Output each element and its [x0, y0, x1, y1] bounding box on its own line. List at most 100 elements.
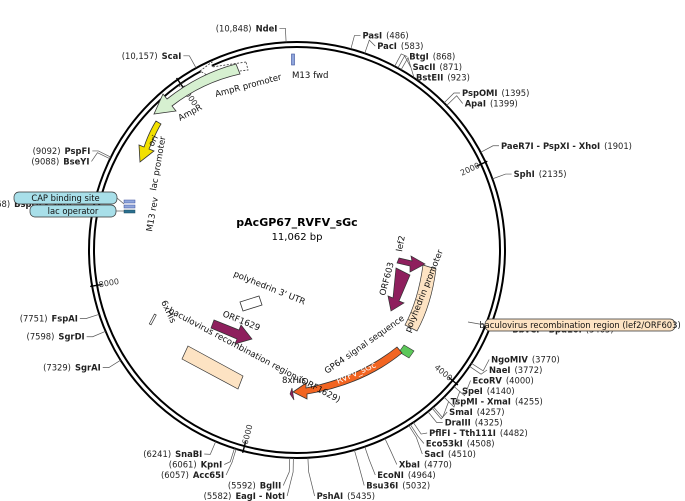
site-pasi[interactable]: PasI(486)	[350, 31, 409, 50]
site-btgi[interactable]: BtgI(868)	[394, 52, 456, 67]
ampr-gene[interactable]	[153, 63, 241, 115]
site-bseyi[interactable]: BseYI(9088)	[31, 152, 111, 167]
site-leader-paci	[364, 39, 376, 54]
site-pshai[interactable]: PshAI(5435)	[307, 457, 375, 501]
his6-tag[interactable]	[148, 313, 157, 326]
site-econi[interactable]: EcoNI(4964)	[364, 446, 436, 480]
polyhedrin-promoter-feature[interactable]	[404, 264, 437, 332]
site-position-pasi: (486)	[386, 31, 409, 41]
plasmid-name: pAcGP67_RVFV_sGc	[236, 216, 357, 229]
ampr-label: AmpR	[177, 103, 204, 124]
site-ndei[interactable]: NdeI(10,848)	[216, 23, 287, 43]
site-sgrdi[interactable]: SgrDI(7598)	[27, 330, 106, 342]
site-scai[interactable]: ScaI(10,157)	[122, 51, 197, 69]
lac-operator-label: lac operator	[48, 206, 99, 216]
site-leader-apai	[446, 95, 463, 106]
site-leader-paer7i-pspxi-xhoi	[480, 145, 500, 153]
site-position-ngomiv: (3770)	[532, 355, 560, 365]
site-snabi[interactable]: SnaBI(6241)	[143, 441, 217, 459]
orf603-feature[interactable]	[387, 267, 411, 312]
lac-operator-feature[interactable]	[123, 209, 136, 214]
ori-label: ori	[147, 134, 161, 149]
site-leader-smai	[431, 407, 448, 420]
site-leader-bsu36i	[353, 449, 365, 486]
site-kpni[interactable]: KpnI(6061)	[169, 448, 235, 470]
site-name-bsteii: BstEII	[416, 73, 443, 83]
site-leader-bseyi	[91, 152, 111, 162]
site-bsteii[interactable]: BstEII(923)	[400, 56, 470, 83]
orf1629-feature[interactable]	[210, 319, 253, 345]
site-eco53ki[interactable]: Eco53kI(4508)	[409, 424, 495, 449]
site-position-bseyi: (9088)	[31, 156, 59, 166]
site-leader-fspai	[79, 313, 100, 319]
site-leader-ecorv	[453, 380, 471, 397]
site-position-xbai: (4770)	[424, 460, 452, 470]
site-leader-pshai	[307, 457, 315, 497]
site-name-pspomi: PspOMI	[462, 88, 498, 98]
site-leader-ngomiv	[471, 359, 490, 372]
bv-region-orf1629-feature[interactable]	[181, 345, 244, 390]
site-bglii[interactable]: BglII(5592)	[228, 457, 291, 491]
site-paer7i-pspxi-xhoi[interactable]: PaeR7I - PspXI - XhoI(1901)	[480, 141, 632, 153]
site-eagi-noti[interactable]: EagI - NotI(5582)	[204, 457, 294, 501]
tick-mark-4000	[448, 376, 459, 386]
site-position-paci: (583)	[401, 41, 424, 51]
site-name-naei: NaeI	[489, 365, 510, 375]
site-fspai[interactable]: FspAI(7751)	[20, 313, 100, 324]
plasmid-length: 11,062 bp	[272, 232, 323, 243]
lef2-feature[interactable]	[396, 255, 426, 273]
site-leader-pflfi-tth111i	[413, 422, 428, 435]
site-leader-bglii	[282, 457, 291, 486]
gp64-signal-feature[interactable]	[398, 344, 415, 359]
tick-label-2000: 2000	[459, 161, 481, 178]
site-name-paci: PacI	[377, 41, 397, 51]
tick-label-6000: 6000	[241, 423, 255, 445]
site-leader-sgrdi	[86, 330, 106, 338]
site-pflfi-tth111i[interactable]: PflFI - Tth111I(4482)	[413, 422, 528, 438]
site-acc65i[interactable]: Acc65I(6057)	[161, 448, 237, 480]
site-position-apai: (1399)	[490, 99, 518, 109]
site-position-acc65i: (6057)	[161, 470, 189, 480]
site-bsu36i[interactable]: Bsu36I(5032)	[353, 449, 430, 491]
site-pspomi[interactable]: PspOMI(1395)	[443, 88, 529, 104]
site-apai[interactable]: ApaI(1399)	[446, 95, 518, 109]
site-position-naei: (3772)	[515, 365, 543, 375]
site-sacii[interactable]: SacII(871)	[397, 55, 462, 72]
site-position-smai: (4257)	[477, 407, 505, 417]
site-naei[interactable]: NaeI (3772)	[469, 365, 542, 375]
site-position-sgrai: (7329)	[43, 363, 71, 373]
site-ecorv[interactable]: EcoRV(4000)	[453, 376, 534, 397]
site-name-fspai: FspAI	[52, 314, 78, 324]
his8-tag[interactable]	[289, 387, 295, 401]
site-spei[interactable]: SpeI(4140)	[443, 386, 515, 408]
ori-feature[interactable]	[138, 120, 162, 163]
backbone-outer-ring	[88, 41, 506, 459]
site-saci[interactable]: SacI(4510)	[408, 425, 476, 459]
site-xbai[interactable]: XbaI(4770)	[384, 438, 452, 470]
site-draiii[interactable]: DraIII(4325)	[427, 411, 503, 428]
site-ngomiv[interactable]: NgoMIV(3770)	[471, 355, 560, 372]
site-leader-snabi	[204, 441, 217, 455]
site-sgrai[interactable]: SgrAI (7329)	[43, 359, 121, 373]
m13-fwd-primer[interactable]	[291, 53, 295, 66]
site-name-sgrdi: SgrDI	[58, 332, 84, 342]
polyhedrin-utr-feature[interactable]	[239, 295, 263, 312]
lac-promoter-feature[interactable]	[123, 204, 136, 209]
site-leader-econi	[364, 446, 376, 476]
site-smai[interactable]: SmaI(4257)	[431, 407, 505, 420]
site-position-bspqi-sapi: (8668)	[0, 199, 10, 209]
site-name-spei: SpeI	[462, 386, 483, 396]
site-pspfi[interactable]: PspFI(9092)	[33, 146, 112, 158]
site-paci[interactable]: PacI (583)	[364, 39, 424, 54]
m13-rev-primer[interactable]	[123, 199, 136, 204]
tick-mark-6000	[241, 441, 247, 454]
site-position-bglii: (5592)	[228, 481, 256, 491]
site-sphi[interactable]: SphI(2135)	[492, 169, 567, 180]
site-position-kpni: (6061)	[169, 460, 197, 470]
tick-mark-2000	[476, 160, 488, 167]
site-leader-draiii	[427, 411, 443, 423]
site-name-sgrai: SgrAI	[75, 363, 101, 373]
site-leader-xbai	[384, 438, 398, 465]
rvfv-sgc-gene[interactable]	[292, 346, 403, 400]
